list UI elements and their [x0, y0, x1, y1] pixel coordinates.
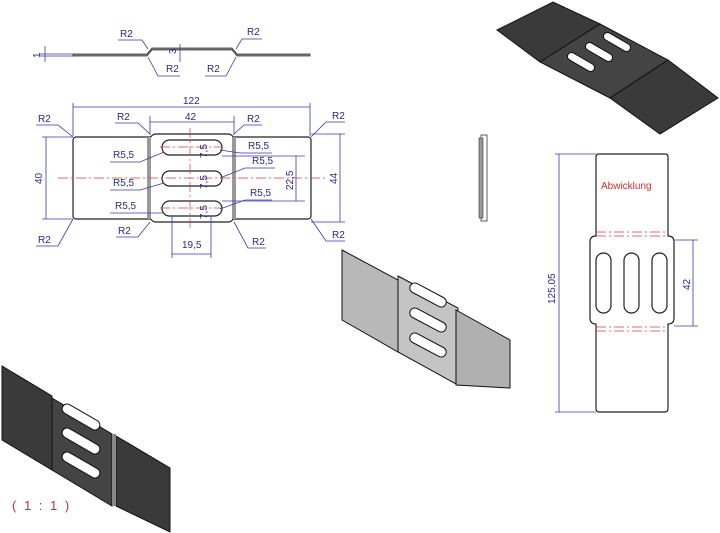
corner-radius-label: R2: [118, 226, 131, 237]
flat-length-dim: 125,05: [547, 273, 558, 304]
slot-3: [161, 200, 223, 217]
side-offset-dim: 3: [168, 48, 179, 54]
center-height-dim: 44: [329, 172, 340, 184]
slot-radius-label: R5,5: [113, 150, 135, 161]
slot-1: [161, 139, 223, 156]
slot-width-dim: 7,5: [199, 205, 210, 219]
side-radius-label: R2: [166, 64, 179, 75]
top-view: 122 42 40 44 22,5: [34, 96, 345, 258]
side-radius-label: R2: [120, 29, 133, 40]
corner-radius-label: R2: [117, 112, 130, 123]
slot-radius-label: R5,5: [250, 188, 272, 199]
slot-2: [161, 170, 223, 187]
corner-radius-label: R2: [38, 235, 51, 246]
corner-radius-label: R2: [38, 114, 51, 125]
corner-radius-label: R2: [252, 237, 265, 248]
scale-label: ( 1 : 1 ): [12, 498, 71, 513]
isometric-view-top-right: [496, 1, 719, 135]
corner-radius-label: R2: [332, 230, 345, 241]
side-thickness-dim: 1: [32, 52, 43, 58]
corner-radius-label: R2: [247, 114, 260, 125]
slot-radius-label: R5,5: [252, 156, 274, 167]
corner-radius-label: R2: [332, 111, 345, 122]
side-view: 1 3 R2 R2 R2 R2: [32, 27, 311, 77]
overall-length-dim: 122: [183, 96, 200, 107]
slot-radius-label: R5,5: [248, 141, 270, 152]
flat-center-width-dim: 42: [682, 278, 693, 290]
side-radius-label: R2: [247, 27, 260, 38]
side-profile: [72, 47, 311, 57]
development-label: Abwicklung: [601, 181, 652, 192]
flat-pattern-view: Abwicklung 125,05 42: [547, 153, 698, 413]
side-radius-label: R2: [207, 64, 220, 75]
slot-pitch-dim: 22,5: [285, 170, 296, 190]
center-width-dim: 42: [185, 112, 197, 123]
end-height-dim: 40: [34, 172, 45, 184]
slot-radius-label: R5,5: [113, 178, 135, 189]
isometric-view-bottom-left: [1, 365, 171, 533]
slot-radius-label: R5,5: [115, 201, 137, 212]
isometric-view-center: [341, 249, 511, 389]
slot-width-dim: 7,5: [199, 175, 210, 189]
slot-width-dim: 7,5: [199, 144, 210, 158]
end-view: [478, 134, 488, 222]
slot-length-dim: 19,5: [182, 240, 202, 251]
